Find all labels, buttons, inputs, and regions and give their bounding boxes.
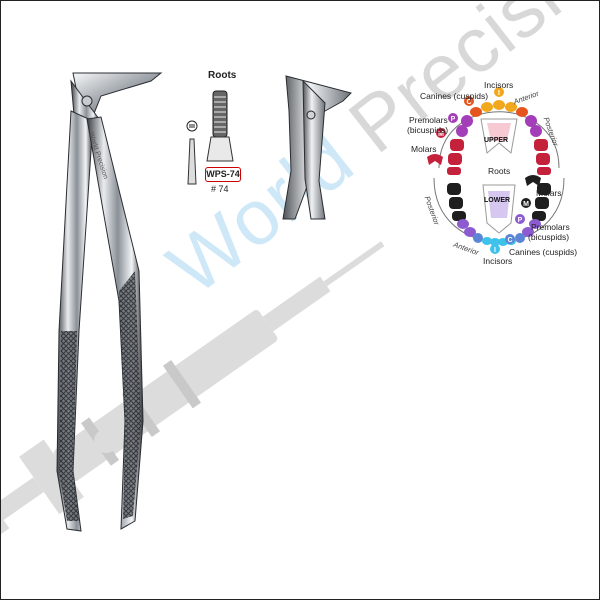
label-incisors-bottom: Incisors — [483, 256, 513, 266]
label-bicuspids-bottom: (bicuspids) — [528, 232, 570, 242]
model-number-badge: WPS-74 — [205, 167, 241, 182]
label-incisors-top: Incisors — [484, 80, 514, 90]
label-premolars-top: Premolars — [409, 115, 448, 125]
label-canines-bottom: Canines (cuspids) — [509, 247, 578, 257]
label-canines-top: Canines (cuspids) — [420, 91, 489, 101]
badge-molar-top: M — [438, 131, 444, 138]
catalog-number: # 74 — [211, 184, 229, 194]
label-lower-jaw: LOWER — [484, 197, 511, 204]
extraction-forceps-illustration: World Precision — [56, 72, 163, 532]
badge-molar-bottom: M — [523, 201, 529, 208]
label-bicuspids-top: (bicuspids) — [407, 125, 449, 135]
label-premolars-bottom: Premolars — [531, 222, 570, 232]
badge-canine-bottom: C — [507, 237, 512, 244]
jaw-profile-icon — [206, 90, 234, 162]
molar-icons — [427, 154, 541, 186]
tip-profile-icon — [186, 120, 198, 185]
label-upper-jaw: UPPER — [484, 137, 509, 144]
label-molars-left: Molars — [411, 144, 437, 154]
badge-incisor-top: I — [498, 90, 500, 97]
upper-teeth — [447, 100, 551, 175]
label-molars-right: Molars — [536, 188, 562, 198]
badge-incisor-bottom: I — [494, 247, 496, 254]
tip-closeup-illustration — [282, 75, 352, 220]
badge-canine-top: C — [466, 99, 471, 106]
tooth-type-badges: I C P M M P C I — [436, 87, 531, 254]
lower-teeth — [447, 183, 551, 246]
tooth-chart: I C P M M P C I — [427, 87, 565, 254]
badge-premolar-top: P — [451, 116, 456, 123]
badge-premolar-bottom: P — [518, 217, 523, 224]
label-roots: Roots — [488, 166, 511, 176]
spec-title: Roots — [208, 70, 237, 81]
